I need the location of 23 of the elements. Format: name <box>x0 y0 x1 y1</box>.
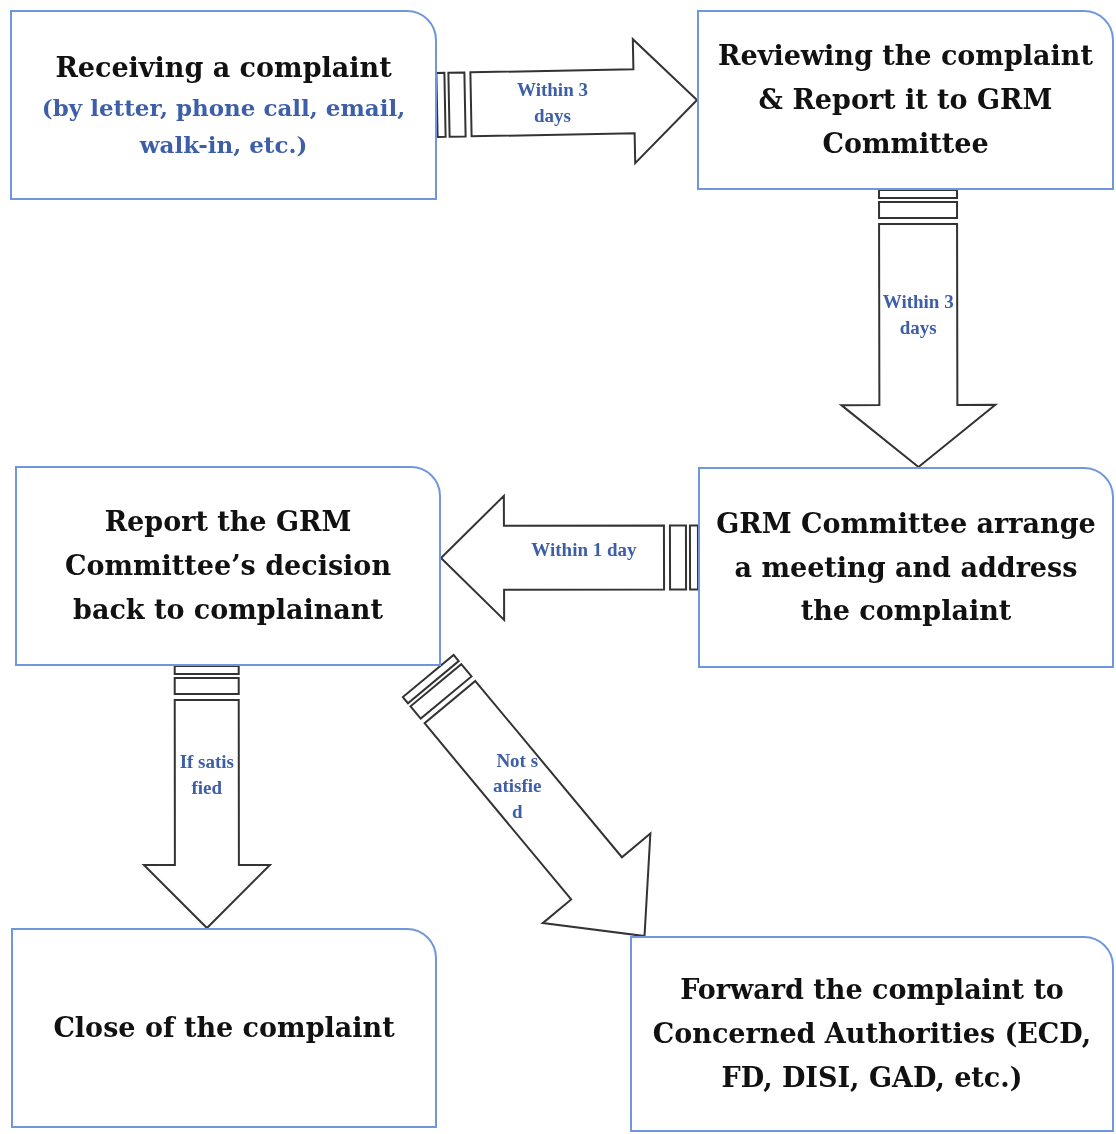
block-arrow <box>141 664 273 930</box>
edge-label: If satisfied <box>178 749 235 800</box>
step-title: Close of the complaint <box>53 1011 395 1046</box>
block-arrow <box>838 188 999 469</box>
edge-label: Not satisfied <box>492 748 543 825</box>
process-box <box>630 936 1114 1132</box>
process-box <box>697 10 1114 190</box>
edge-label: Within 1 day <box>530 537 638 562</box>
process-box <box>10 10 437 200</box>
block-arrow <box>435 36 699 166</box>
step-title: Forward the complaint to Concerned Authorities (ECD, FD, DISI, GAD, etc.) <box>651 973 1093 1095</box>
step-title: Report the GRM Committee’s decision back to complainant <box>63 505 392 627</box>
step-title: Receiving a complaint <box>55 51 392 86</box>
process-box <box>15 466 441 666</box>
block-arrow <box>439 493 700 623</box>
process-box <box>11 928 437 1128</box>
edge-label: Within 3 days <box>516 78 589 128</box>
block-arrow <box>401 653 652 938</box>
process-box <box>698 467 1114 668</box>
step-title: Reviewing the complaint & Report it to GRM Committee <box>717 39 1094 161</box>
step-note: (by letter, phone call, email, walk-in, etc.) <box>40 93 407 160</box>
edge-label: Within 3 days <box>882 289 955 340</box>
step-title: GRM Committee arrange a meeting and address the complaint <box>715 506 1097 629</box>
